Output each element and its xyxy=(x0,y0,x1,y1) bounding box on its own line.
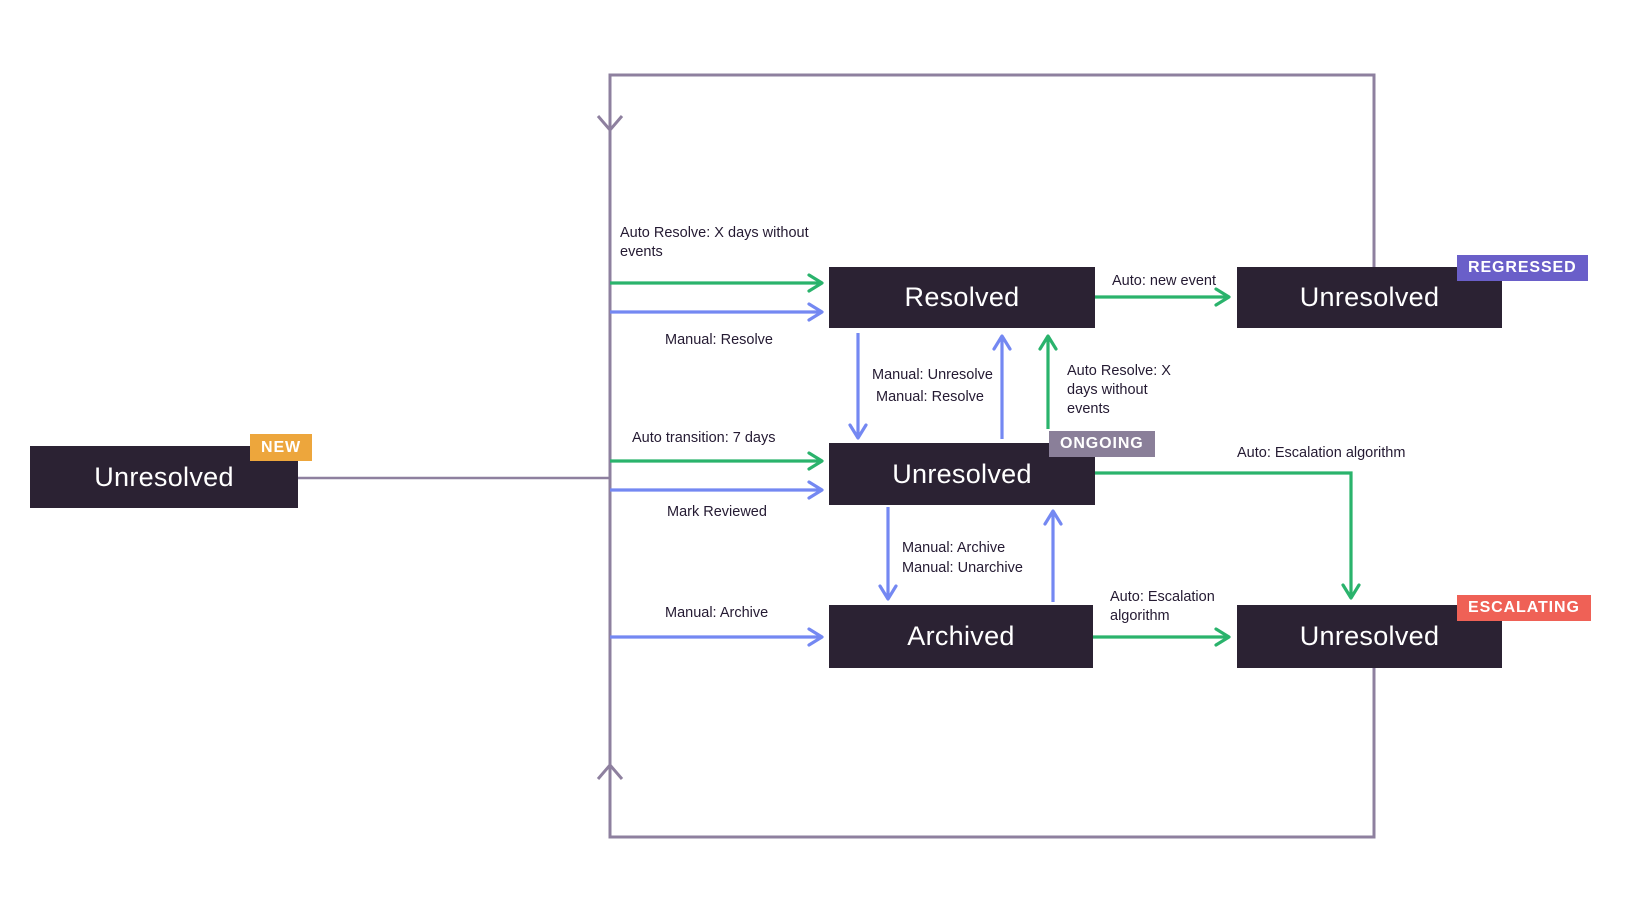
label-auto-escalation-from-ongoing: Auto: Escalation algorithm xyxy=(1237,445,1406,461)
label-mark-reviewed: Mark Reviewed xyxy=(667,504,767,520)
state-label: Unresolved xyxy=(1299,282,1440,312)
label-auto-new-event: Auto: new event xyxy=(1112,273,1216,289)
arrow-auto-escalation-from-ongoing xyxy=(1095,471,1361,600)
state-label: Unresolved xyxy=(892,458,1032,489)
state-label: Unresolved xyxy=(94,461,234,492)
label-auto-escalation-from-archived: Auto: Escalation algorithm xyxy=(1110,589,1215,624)
badge-new: NEW xyxy=(250,434,313,461)
loop-path xyxy=(298,73,1376,839)
state-label: Unresolved xyxy=(1299,621,1440,651)
label-manual-resolve-to-resolved: Manual: Resolve xyxy=(665,332,773,348)
loop-down-arrowhead xyxy=(596,115,624,133)
label-auto-resolve-from-ongoing: Auto Resolve: X days without events xyxy=(1067,363,1171,417)
state-box-new-unresolved: Unresolved xyxy=(30,446,298,508)
badge-escalating: ESCALATING xyxy=(1457,595,1591,621)
label-auto-transition-7-days: Auto transition: 7 days xyxy=(632,430,776,446)
label-manual-archive-to-archived: Manual: Archive xyxy=(665,605,769,621)
label-manual-resolve-between: Manual: Resolve xyxy=(876,389,984,405)
state-box-resolved: Resolved xyxy=(829,267,1095,328)
label-manual-unarchive: Manual: Unarchive xyxy=(902,560,1023,576)
state-box-archived: Archived xyxy=(829,605,1093,668)
label-manual-unresolve: Manual: Unresolve xyxy=(872,367,993,383)
label-auto-resolve-to-resolved: Auto Resolve: X days without events xyxy=(620,225,809,260)
loop-up-arrowhead xyxy=(596,762,624,780)
label-manual-archive-between: Manual: Archive xyxy=(902,540,1006,556)
badge-regressed: REGRESSED xyxy=(1457,255,1588,281)
badge-ongoing: ONGOING xyxy=(1049,431,1155,457)
state-label: Resolved xyxy=(904,282,1020,312)
manual-transition-arrows xyxy=(610,302,1063,647)
state-label: Archived xyxy=(907,621,1015,651)
auto-transition-arrows xyxy=(610,273,1361,647)
